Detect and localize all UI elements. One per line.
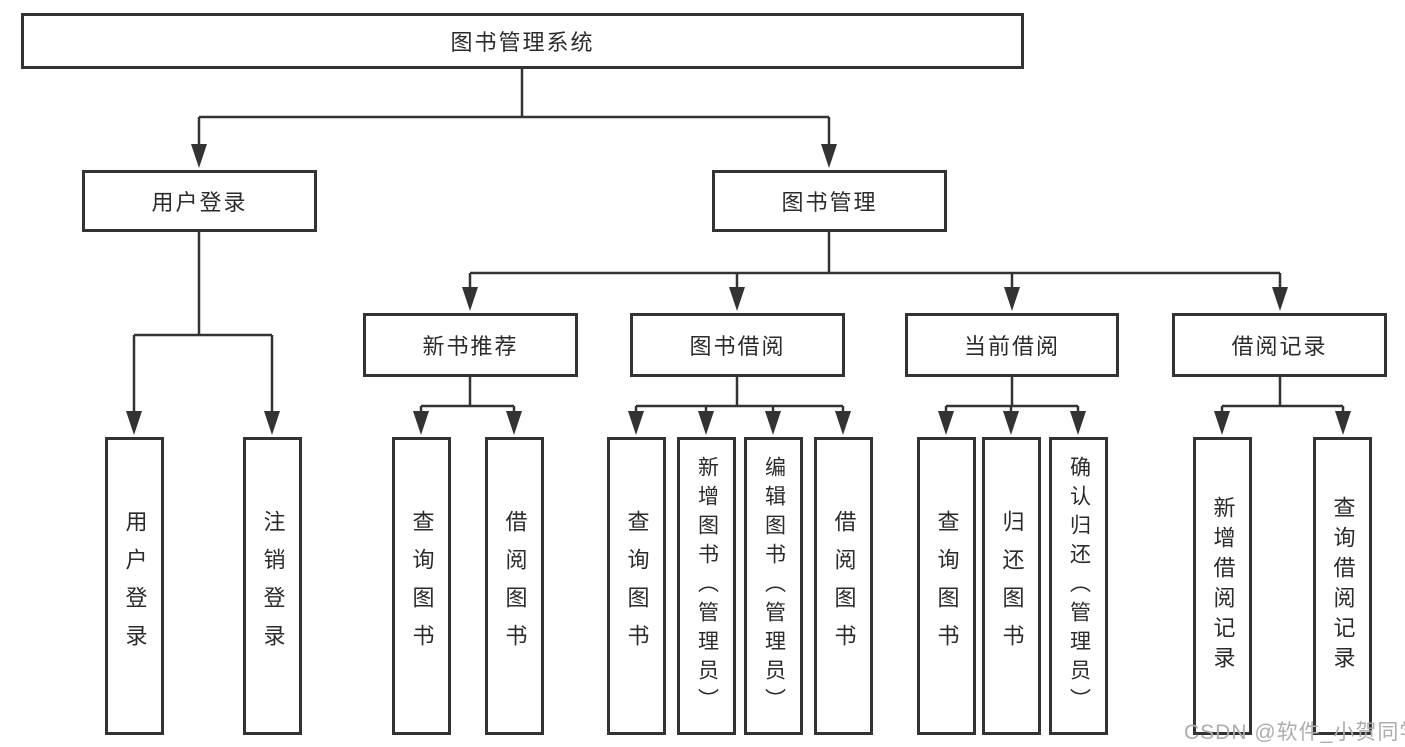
leaf-logout-label: 注销登录 xyxy=(260,510,286,662)
node-book-management: 图书管理 xyxy=(712,170,947,232)
leaf-borrow-books: 借阅图书 xyxy=(814,437,873,735)
connector-borrow-records xyxy=(1214,377,1351,435)
leaf-add-books-admin-label: 新增图书（管理员） xyxy=(695,455,719,717)
csdn-watermark: CSDN @软件_小贺同学 xyxy=(1184,721,1405,744)
node-current-borrow-label: 当前借阅 xyxy=(963,334,1060,359)
node-new-book-recommend-label: 新书推荐 xyxy=(422,334,519,359)
leaf-current-query-books: 查询图书 xyxy=(917,437,976,735)
leaf-user-login: 用户登录 xyxy=(105,437,164,735)
leaf-add-books-admin: 新增图书（管理员） xyxy=(677,437,736,735)
leaf-borrow-books-label: 借阅图书 xyxy=(831,510,857,662)
leaf-return-books: 归还图书 xyxy=(982,437,1041,735)
connector-current-borrow xyxy=(938,377,1086,435)
node-book-borrow: 图书借阅 xyxy=(630,313,845,377)
leaf-add-borrow-record-label: 新增借阅记录 xyxy=(1210,496,1236,676)
node-book-management-label: 图书管理 xyxy=(781,190,878,215)
leaf-edit-books-admin: 编辑图书（管理员） xyxy=(744,437,803,735)
leaf-borrow-query-books: 查询图书 xyxy=(607,437,666,735)
leaf-add-borrow-record: 新增借阅记录 xyxy=(1193,437,1252,735)
leaf-borrow-query-books-label: 查询图书 xyxy=(624,510,650,662)
connector-root xyxy=(191,69,837,168)
node-borrow-records: 借阅记录 xyxy=(1172,313,1387,377)
node-borrow-records-label: 借阅记录 xyxy=(1231,334,1328,359)
leaf-query-borrow-record: 查询借阅记录 xyxy=(1313,437,1372,735)
leaf-return-books-label: 归还图书 xyxy=(999,510,1025,662)
leaf-user-login-label: 用户登录 xyxy=(122,510,148,662)
connector-new-book-recommend xyxy=(413,377,522,435)
leaf-query-borrow-record-label: 查询借阅记录 xyxy=(1330,496,1356,676)
leaf-current-query-books-label: 查询图书 xyxy=(934,510,960,662)
leaf-confirm-return-admin: 确认归还（管理员） xyxy=(1049,437,1108,735)
connector-user-login xyxy=(126,232,280,435)
node-user-login: 用户登录 xyxy=(82,170,317,232)
node-user-login-label: 用户登录 xyxy=(151,190,248,215)
leaf-recommend-query-books: 查询图书 xyxy=(392,437,451,735)
node-current-borrow: 当前借阅 xyxy=(905,313,1119,377)
leaf-recommend-borrow-books: 借阅图书 xyxy=(485,437,544,735)
leaf-recommend-borrow-books-label: 借阅图书 xyxy=(502,510,528,662)
connector-book-borrow xyxy=(628,377,851,435)
node-new-book-recommend: 新书推荐 xyxy=(363,313,578,377)
leaf-edit-books-admin-label: 编辑图书（管理员） xyxy=(762,455,786,717)
leaf-recommend-query-books-label: 查询图书 xyxy=(409,510,435,662)
node-root: 图书管理系统 xyxy=(21,13,1024,69)
node-root-label: 图书管理系统 xyxy=(450,30,595,55)
node-book-borrow-label: 图书借阅 xyxy=(689,334,786,359)
leaf-confirm-return-admin-label: 确认归还（管理员） xyxy=(1067,455,1091,717)
connector-book-management xyxy=(462,232,1288,311)
leaf-logout: 注销登录 xyxy=(243,437,302,735)
